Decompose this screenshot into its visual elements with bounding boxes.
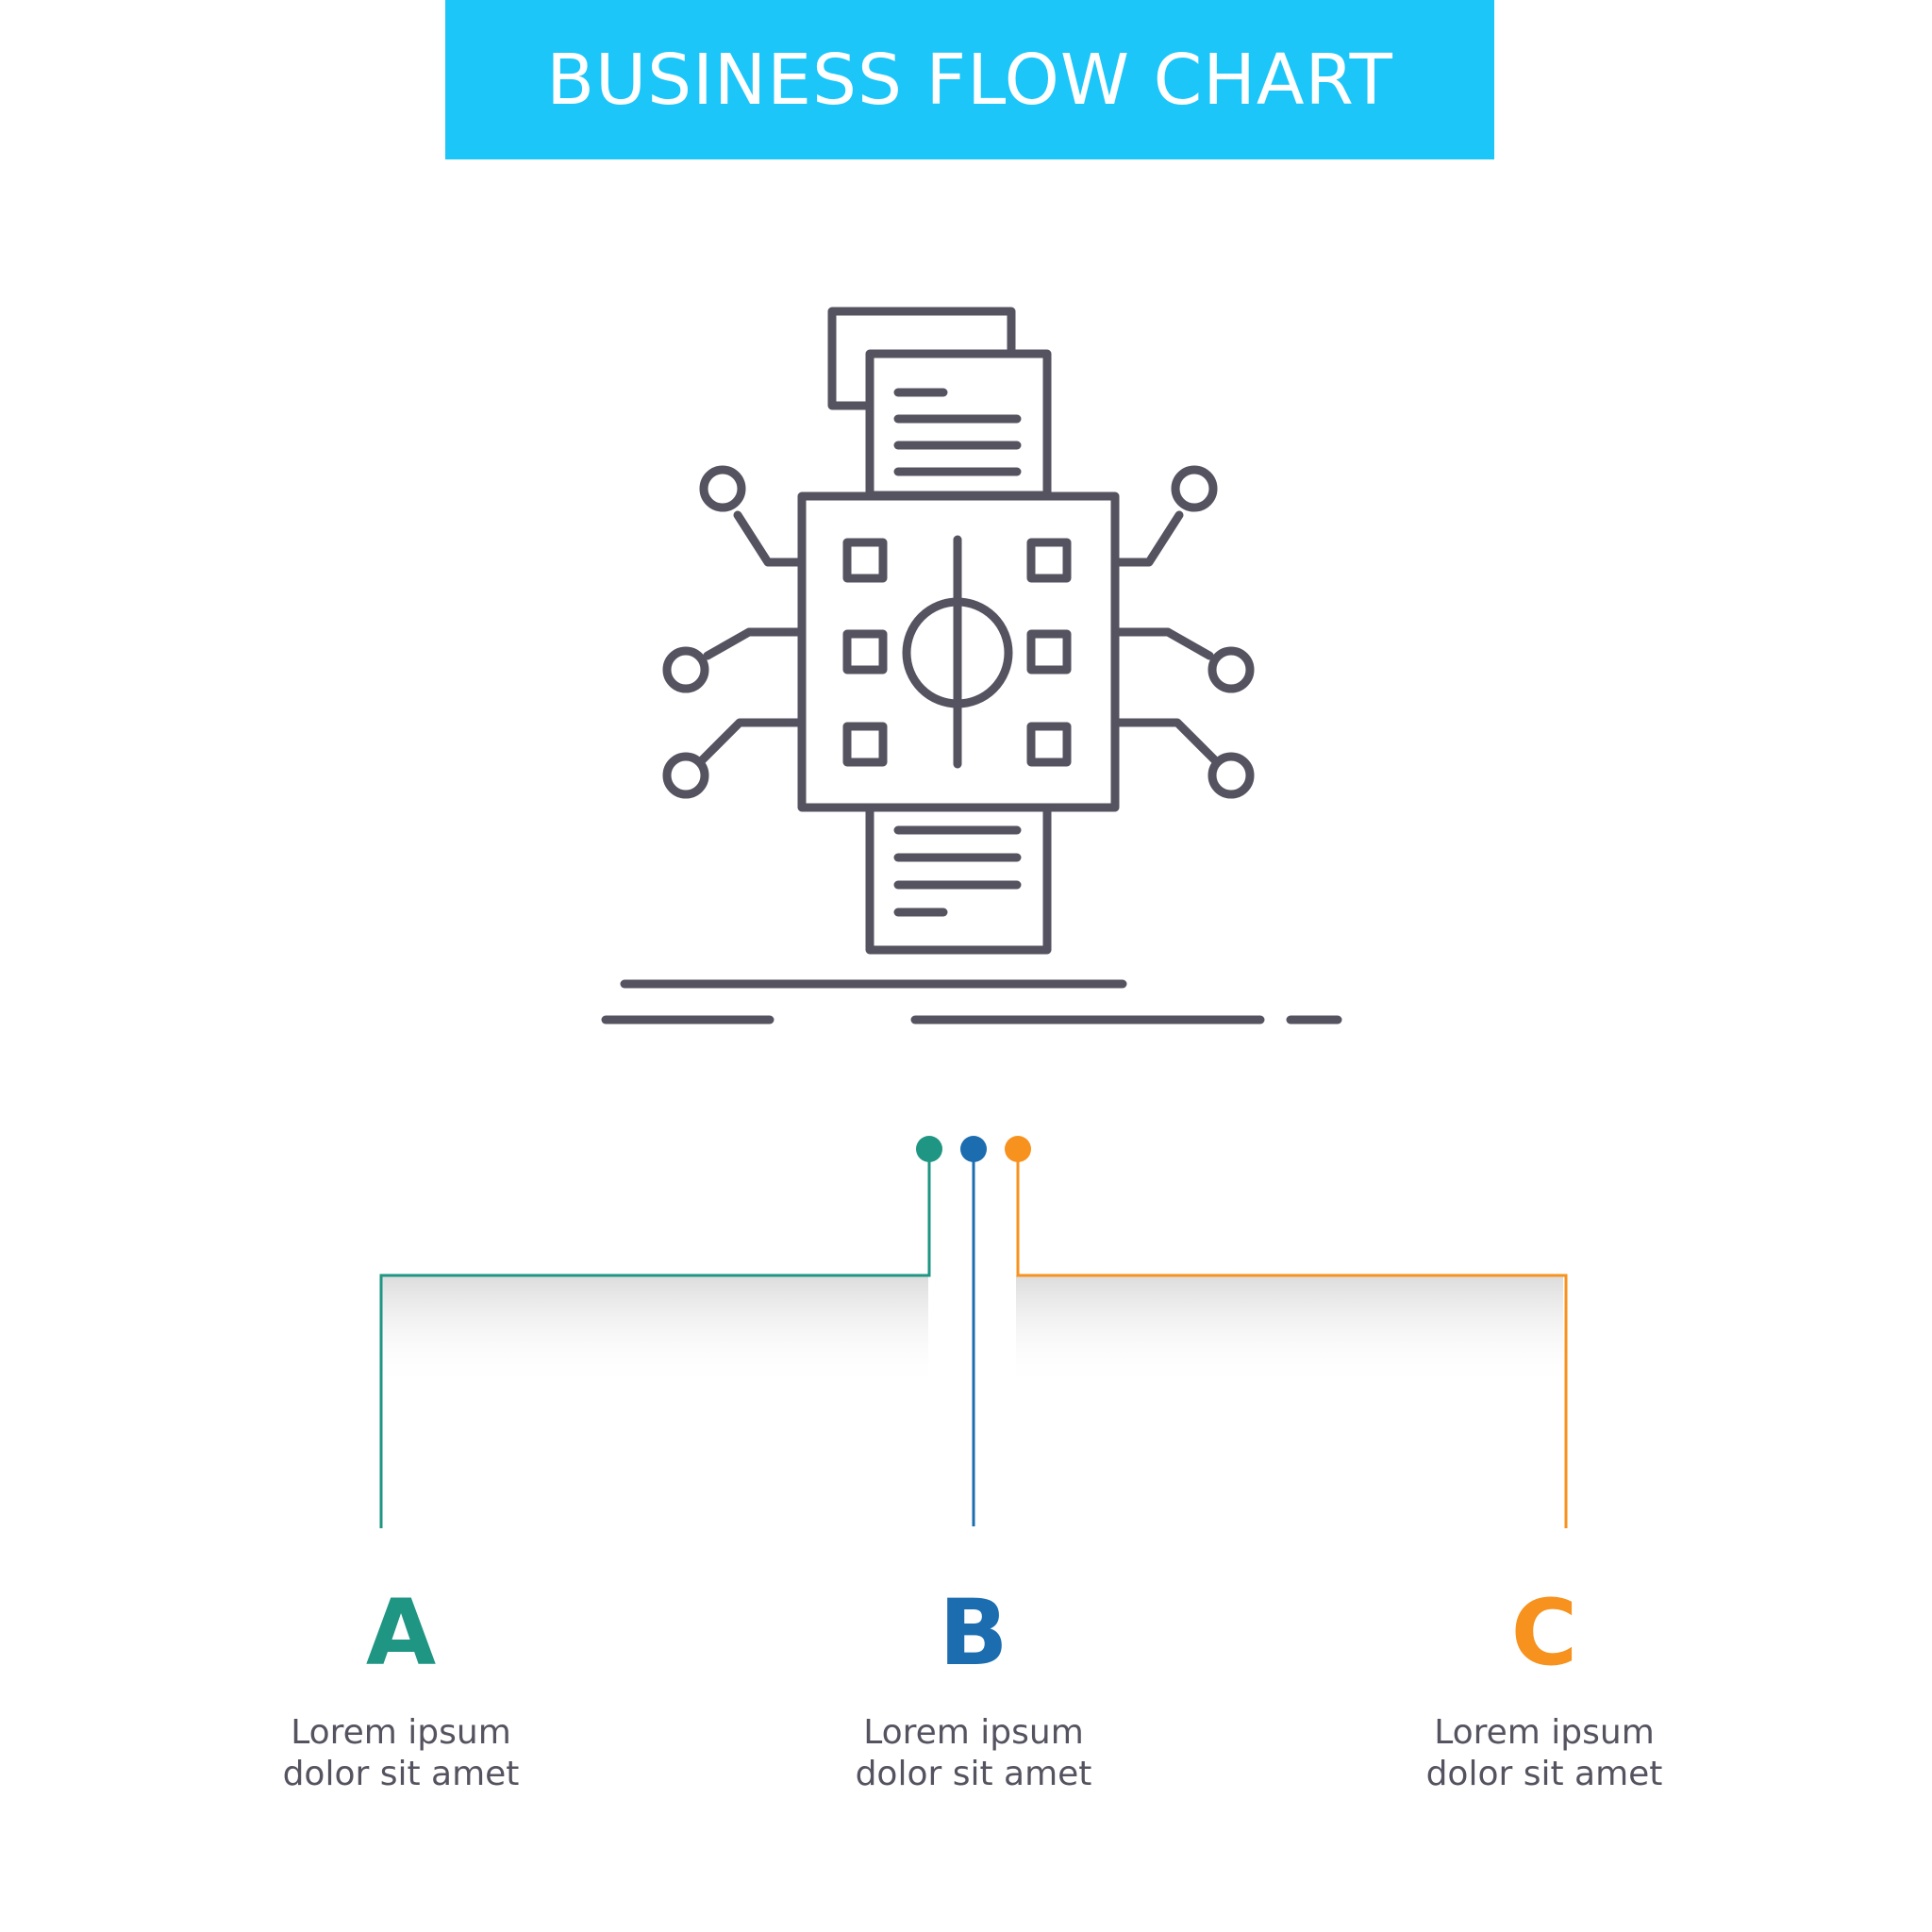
- card-c-text: Lorem ipsum dolor sit amet: [1224, 1712, 1865, 1795]
- card-a-letter: A: [365, 1580, 437, 1686]
- page-title: BUSINESS FLOW CHART: [546, 39, 1393, 121]
- card-b-line1: Lorem ipsum: [863, 1713, 1084, 1752]
- card-b-text: Lorem ipsum dolor sit amet: [672, 1712, 1275, 1795]
- card-c-line1: Lorem ipsum: [1434, 1713, 1655, 1752]
- dot-c: [1005, 1136, 1031, 1162]
- card-c-letter: C: [1510, 1580, 1578, 1686]
- card-b: B Lorem ipsum dolor sit amet: [672, 1528, 1275, 1868]
- connector-a: [379, 1149, 931, 1547]
- connector-shadow-right: [1016, 1275, 1563, 1389]
- card-a-text: Lorem ipsum dolor sit amet: [80, 1712, 722, 1795]
- card-b-line2: dolor sit amet: [855, 1755, 1092, 1793]
- data-analysis-chip-icon: [601, 307, 1342, 1024]
- dot-a: [916, 1136, 942, 1162]
- connector-shadow-left: [381, 1275, 928, 1389]
- connector-c: [1016, 1149, 1568, 1547]
- card-a-line2: dolor sit amet: [282, 1755, 520, 1793]
- card-b-letter: B: [939, 1580, 1008, 1686]
- card-c-line2: dolor sit amet: [1425, 1755, 1663, 1793]
- title-banner: BUSINESS FLOW CHART: [445, 0, 1494, 159]
- card-c: C Lorem ipsum dolor sit amet: [1224, 1528, 1865, 1868]
- card-a: A Lorem ipsum dolor sit amet: [80, 1528, 722, 1868]
- card-a-line1: Lorem ipsum: [291, 1713, 511, 1752]
- dot-b: [960, 1136, 987, 1162]
